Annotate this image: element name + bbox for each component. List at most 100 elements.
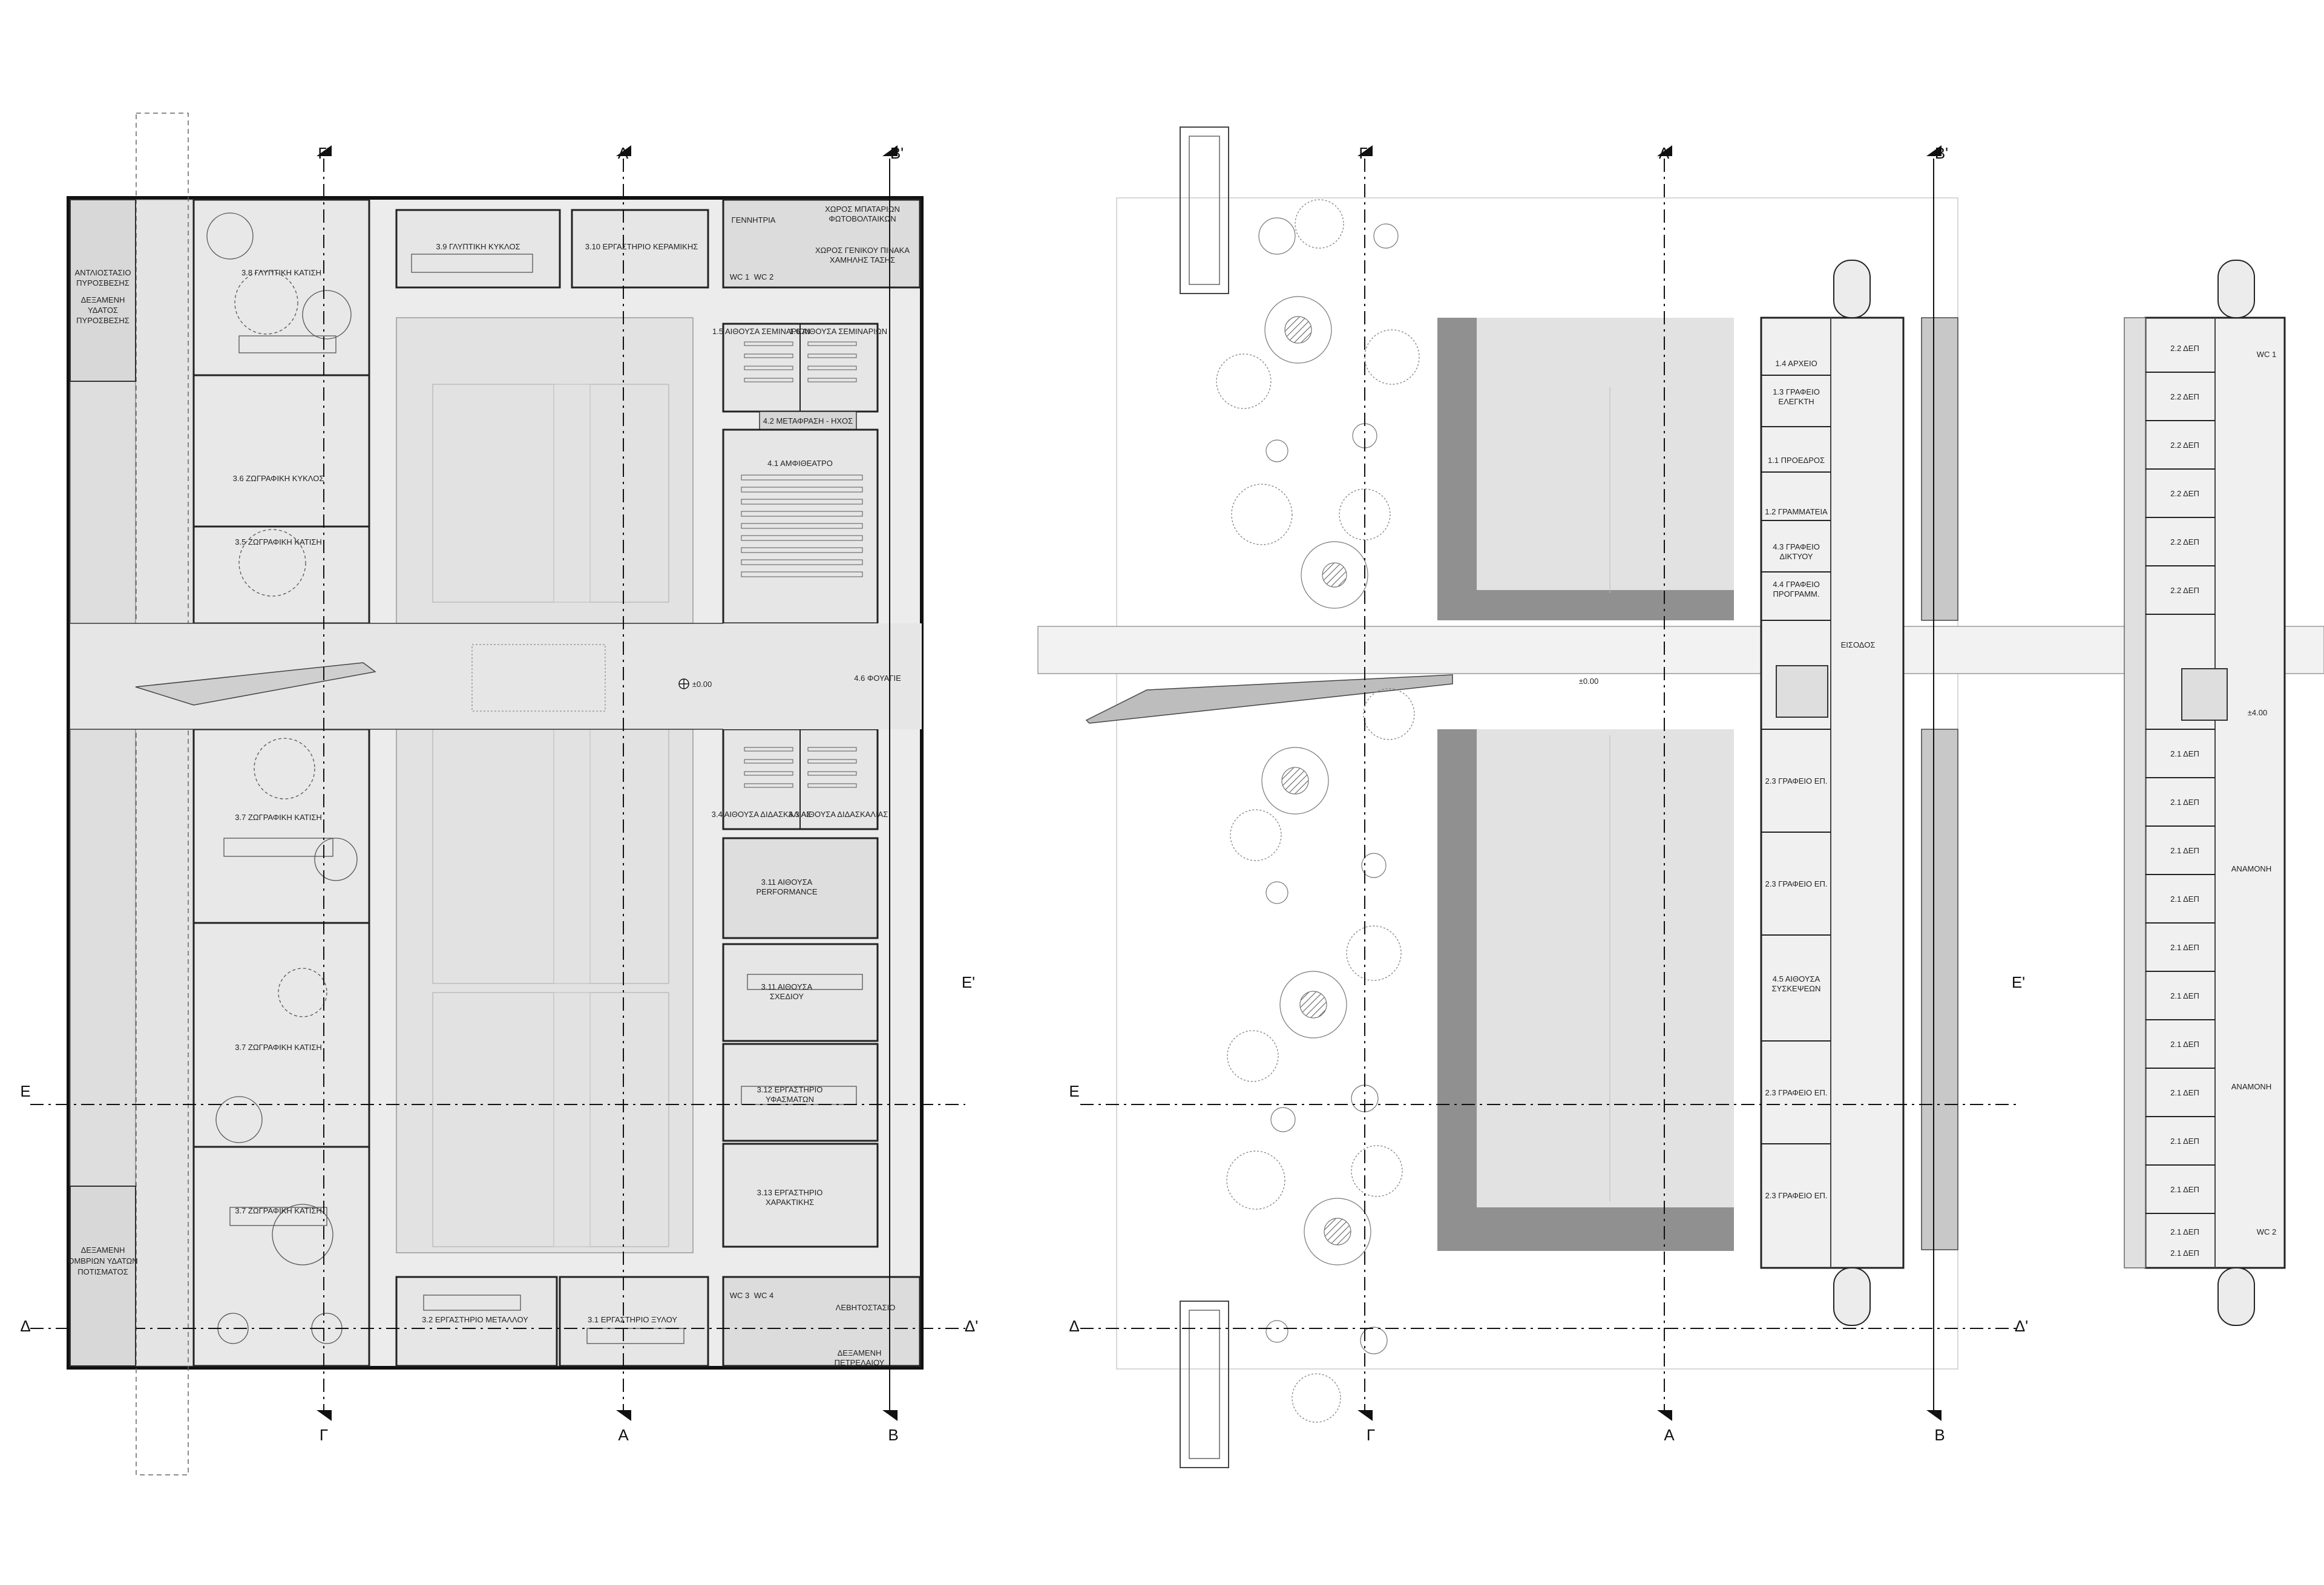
room-meeting-1: 4.5 ΑΙΘΟΥΣΑ <box>1773 974 1820 983</box>
ground-section-marks: Γ' Α' Β' Γ Α Β Ε Ε' Δ Δ' <box>20 144 978 1444</box>
room-painting-4: 3.7 ΖΩΓΡΑΦΙΚΗ ΚΑΤΙΣΗ <box>235 1206 322 1215</box>
services-block-top <box>722 199 921 289</box>
cafe-tables <box>471 644 606 712</box>
room-second-wc-a: WC 1 <box>2257 350 2277 359</box>
section-cut-lines-first <box>1080 159 2018 1410</box>
section-mark-alpha-prime-2: Α' <box>1659 144 1672 162</box>
bridge-deck <box>1037 626 2324 674</box>
office-strip <box>1760 317 1905 1269</box>
stair-tower-south-2 <box>2217 1267 2255 1326</box>
room-second-office-6: 2.2 ΔΕΠ <box>2170 586 2199 595</box>
room-second-office-14: 2.1 ΔΕΠ <box>2170 1088 2199 1097</box>
entrance-stair <box>1776 665 1828 718</box>
room-staff-2: 2.3 ΓΡΑΦΕΙΟ ΕΠ. <box>1765 879 1828 888</box>
room-second-office-9: 2.1 ΔΕΠ <box>2170 846 2199 855</box>
room-performance-1: 3.11 ΑΙΘΟΥΣΑ <box>761 878 813 887</box>
section-mark-gamma-1: Γ <box>320 1426 328 1444</box>
room-seminar-1: 1.5 ΑΙΘΟΥΣΑ ΣΕΜΙΝΑΡΙΩΝ <box>712 327 810 336</box>
drawing-room <box>722 943 879 1042</box>
note-fire-tank-1: ΑΝΤΛΙΟΣΤΑΣΙΟ <box>75 268 131 277</box>
room-performance-2: PERFORMANCE <box>756 887 817 896</box>
amphitheatre-room <box>722 428 879 625</box>
room-teaching-2: 3.3 ΑΙΘΟΥΣΑ ΔΙΔΑΣΚΑΛΙΑΣ <box>789 810 888 819</box>
room-second-office-10: 2.1 ΔΕΠ <box>2170 894 2199 904</box>
ground-level-mark: ±0.00 <box>692 680 712 689</box>
note-fire-tank-5: ΠΥΡΟΣΒΕΣΗΣ <box>76 316 130 325</box>
north-tower <box>1180 126 1229 294</box>
room-second-office-12: 2.1 ΔΕΠ <box>2170 991 2199 1000</box>
parking-strip <box>70 199 136 1367</box>
section-mark-gamma-2: Γ <box>1367 1426 1375 1444</box>
room-wc-3: WC 3 <box>730 1291 750 1300</box>
section-cut-lines-ground <box>30 159 965 1410</box>
room-second-office-16: 2.1 ΔΕΠ <box>2170 1185 2199 1194</box>
room-secretariat: 1.2 ΓΡΑΜΜΑΤΕΙΑ <box>1765 507 1828 516</box>
rain-tank <box>70 1186 136 1367</box>
room-network-2: ΔΙΚΤΥΟΥ <box>1779 552 1813 561</box>
roof-void-north-inner <box>1477 318 1734 590</box>
second-floor-plan: 2.2 ΔΕΠ 2.2 ΔΕΠ 2.2 ΔΕΠ 2.2 ΔΕΠ 2.2 ΔΕΠ … <box>2124 260 2286 1326</box>
translation-room <box>759 411 857 430</box>
room-storage-2: ΦΩΤΟΒΟΛΤΑΙΚΩΝ <box>829 214 896 223</box>
central-passage <box>70 623 922 729</box>
room-second-wc-b: WC 2 <box>2257 1227 2277 1236</box>
room-reception-2: ΠΡΟΓΡΑΜΜ. <box>1773 589 1820 599</box>
room-second-corridor-1: ΑΝΑΜΟΝΗ <box>2231 864 2271 873</box>
room-generator: ΓΕΝΝΗΤΡΙΑ <box>732 215 776 225</box>
first-floor-plan: Γ' Α' Β' Γ Α Β Ε Ε' Δ Δ' 1.4 ΑΡΧΕΙΟ 1.3 … <box>1037 126 2324 1468</box>
room-office-b: ΕΛΕΓΚΤΗ <box>1778 397 1814 406</box>
note-fire-tank-2: ΠΥΡΟΣΒΕΣΗΣ <box>76 278 130 287</box>
room-textile-1: 3.12 ΕΡΓΑΣΤΗΡΙΟ <box>757 1085 823 1094</box>
section-mark-beta-prime-1: Β' <box>890 144 904 162</box>
services-block-bottom <box>722 1276 921 1367</box>
room-staff-4: 2.3 ΓΡΑΦΕΙΟ ΕΠ. <box>1765 1191 1828 1200</box>
room-textile-2: ΥΦΑΣΜΑΤΩΝ <box>766 1095 814 1104</box>
textile-room <box>722 1043 879 1142</box>
room-second-corridor-2: ΑΝΑΜΟΝΗ <box>2231 1082 2271 1091</box>
glass-strip-south <box>1921 729 1958 1250</box>
room-staff-3: 2.3 ΓΡΑΦΕΙΟ ΕΠ. <box>1765 1088 1828 1097</box>
room-painting-3: 3.7 ΖΩΓΡΑΦΙΚΗ ΚΑΤΙΣΗ <box>235 1043 322 1052</box>
note-oil-tank-1: ΔΕΞΑΜΕΝΗ <box>838 1348 882 1357</box>
section-mark-alpha-2: Α <box>1664 1426 1675 1444</box>
studio-block-bottom <box>192 728 370 1367</box>
room-second-office-1: 2.2 ΔΕΠ <box>2170 344 2199 353</box>
room-second-office-5: 2.2 ΔΕΠ <box>2170 537 2199 546</box>
section-mark-gamma-prime-1: Γ' <box>318 144 329 162</box>
second-floor-balcony <box>2124 317 2146 1268</box>
room-sculpture-circle: 3.9 ΓΛΥΠΤΙΚΗ ΚΥΚΛΟΣ <box>436 242 520 251</box>
room-reception-1: 4.4 ΓΡΑΦΕΙΟ <box>1773 580 1820 589</box>
note-fire-tank-4: ΥΔΑΤΟΣ <box>88 306 118 315</box>
room-printmaking-1: 3.13 ΕΡΓΑΣΤΗΡΙΟ <box>757 1188 823 1197</box>
studio-block-top <box>192 199 370 625</box>
room-drawing-2: ΣΧΕΔΙΟΥ <box>770 992 804 1001</box>
room-office-a: 1.3 ΓΡΑΦΕΙΟ <box>1773 387 1820 396</box>
note-rain-tank-1: ΔΕΞΑΜΕΝΗ <box>81 1245 125 1255</box>
roof-void-south-inner <box>1477 729 1734 1207</box>
room-network-1: 4.3 ΓΡΑΦΕΙΟ <box>1773 542 1820 551</box>
room-printmaking-2: ΧΑΡΑΚΤΙΚΗΣ <box>766 1198 814 1207</box>
room-boiler: ΛΕΒΗΤΟΣΤΑΣΙΟ <box>836 1303 896 1312</box>
room-entrance: ΕΙΣΟΔΟΣ <box>1841 640 1876 649</box>
room-painting-2: 3.7 ΖΩΓΡΑΦΙΚΗ ΚΑΤΙΣΗ <box>235 813 322 822</box>
section-mark-epsilon-1: Ε <box>20 1082 30 1100</box>
note-oil-tank-2: ΠΕΤΡΕΛΑΙΟΥ <box>835 1358 885 1367</box>
room-second-office-3: 2.2 ΔΕΠ <box>2170 441 2199 450</box>
room-storage-1: ΧΩΡΟΣ ΜΠΑΤΑΡΙΩΝ <box>825 205 900 214</box>
roadway-strip <box>135 199 194 1367</box>
south-tower <box>1180 1301 1229 1468</box>
room-seminar-2: 1.6 ΑΙΘΟΥΣΑ ΣΕΜΙΝΑΡΙΩΝ <box>789 327 887 336</box>
section-mark-beta-2: Β <box>1934 1426 1945 1444</box>
section-mark-beta-prime-2: Β' <box>1935 144 1948 162</box>
room-second-office-15: 2.1 ΔΕΠ <box>2170 1137 2199 1146</box>
room-amphitheatre: 4.1 ΑΜΦΙΘΕΑΤΡΟ <box>767 459 833 468</box>
room-painting-1: 3.5 ΖΩΓΡΑΦΙΚΗ ΚΑΤΙΣΗ <box>235 537 322 546</box>
section-mark-gamma-prime-2: Γ' <box>1359 144 1370 162</box>
courtyard-bottom <box>396 729 694 1253</box>
room-second-office-11: 2.1 ΔΕΠ <box>2170 943 2199 952</box>
courtyard-top <box>396 317 694 624</box>
room-wc-4: WC 4 <box>754 1291 774 1300</box>
section-mark-alpha-1: Α <box>618 1426 629 1444</box>
section-mark-epsilon-prime-1: Ε' <box>962 973 975 991</box>
